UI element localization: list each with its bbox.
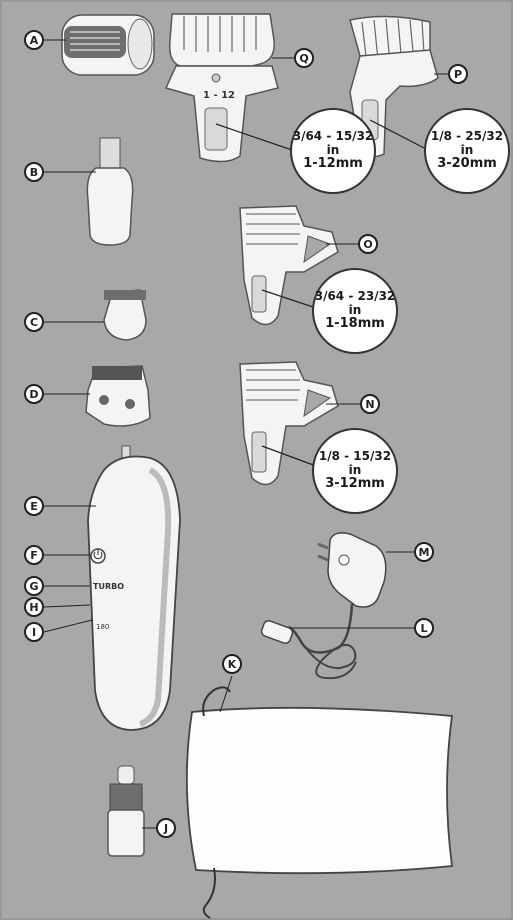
comb-o-inch-range: 3/64 - 23/32 in (314, 290, 396, 318)
precision-trimmer-attachment (104, 290, 146, 340)
callout-q: Q (294, 48, 314, 68)
callout-j: J (156, 818, 176, 838)
callout-h: H (24, 597, 44, 617)
callout-l: L (414, 618, 434, 638)
callout-i: I (24, 622, 44, 642)
comb-q-scale-text: 1 - 12 (203, 90, 235, 101)
turbo-label: TURBO (93, 582, 124, 591)
callout-f: F (24, 545, 44, 565)
comb-q-range-bubble: 3/64 - 15/32 in 1-12mm (290, 108, 376, 194)
comb-p-range-bubble: 1/8 - 25/32 in 3-20mm (424, 108, 510, 194)
comb-q-mm-range: 1-12mm (303, 157, 363, 172)
detail-trimmer-attachment (86, 366, 150, 426)
callout-a: A (24, 30, 44, 50)
lock-small-label: 180 (96, 623, 109, 631)
callout-k: K (222, 654, 242, 674)
comb-o-range-bubble: 3/64 - 23/32 in 1-18mm (312, 268, 398, 354)
callout-o: O (358, 234, 378, 254)
comb-n-mm-range: 3-12mm (325, 477, 385, 492)
comb-o-mm-range: 1-18mm (325, 317, 385, 332)
callout-d: D (24, 384, 44, 404)
comb-n-range-bubble: 1/8 - 15/32 in 3-12mm (312, 428, 398, 514)
callout-g: G (24, 576, 44, 596)
callout-e: E (24, 496, 44, 516)
callout-p: P (448, 64, 468, 84)
callout-n: N (360, 394, 380, 414)
comb-n-inch-range: 1/8 - 15/32 in (314, 450, 396, 478)
comb-p-inch-range: 1/8 - 25/32 in (426, 130, 508, 158)
callout-c: C (24, 312, 44, 332)
comb-p-mm-range: 3-20mm (437, 157, 497, 172)
foil-shaver-attachment (62, 15, 154, 75)
callout-b: B (24, 162, 44, 182)
callout-m: M (414, 542, 434, 562)
comb-q-inch-range: 3/64 - 15/32 in (292, 130, 374, 158)
